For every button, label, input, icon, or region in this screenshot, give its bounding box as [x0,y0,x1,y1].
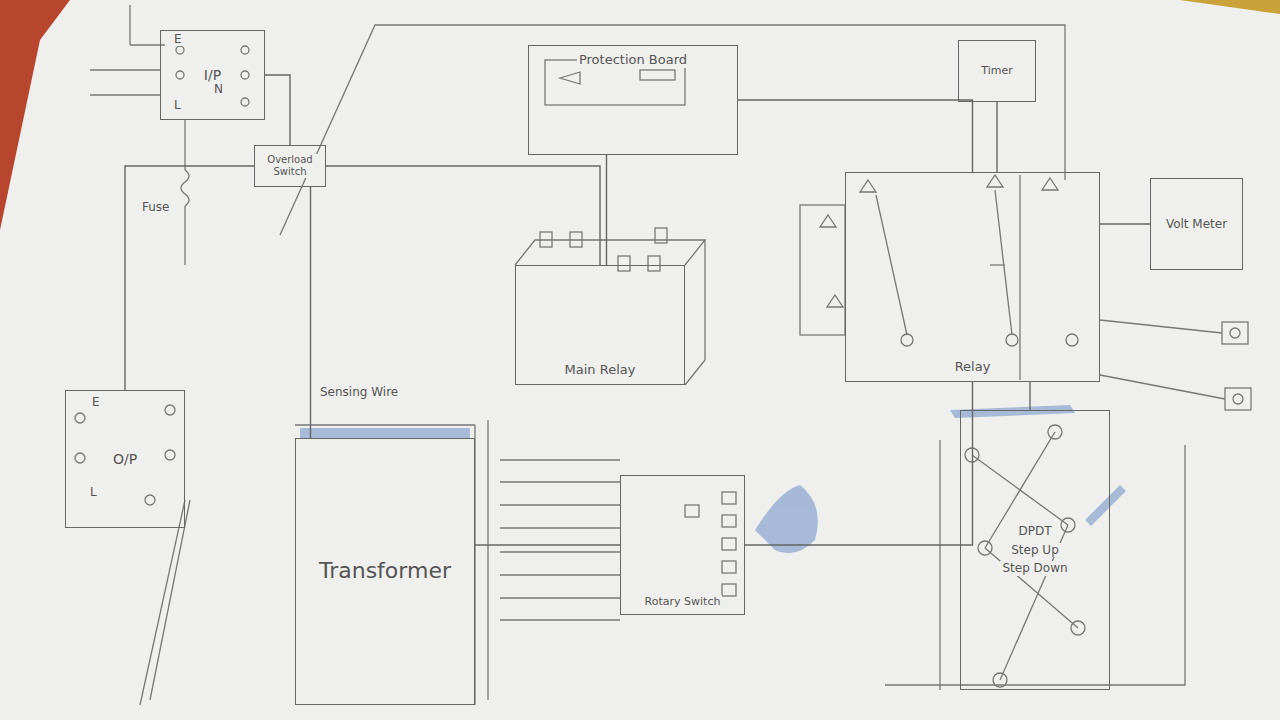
terminal-label: L [88,485,99,499]
wire-line [475,544,620,545]
wire-line [606,155,607,265]
component-label: Transformer [317,558,453,584]
wire-connector [997,102,998,172]
cloth-corner [1180,0,1280,14]
wire-line [1100,223,1150,224]
component-box: Timer [958,40,1036,102]
component-label: I/P [202,67,223,84]
wire-connector [738,100,973,172]
wire-line [310,187,311,438]
cloth-corner [0,0,70,230]
component-box: Overload Switch [254,145,326,187]
terminal-label: E [172,32,184,46]
wire-line [996,102,997,172]
wire-connector [745,382,973,545]
component-label: O/P [111,451,139,468]
component-box: Relay [845,172,1100,382]
wire-connector [475,545,620,546]
wire-line [326,166,600,265]
pen-shading [300,405,1126,553]
terminal-label: E [90,395,102,409]
component-label: Overload Switch [261,154,319,178]
wire-line [745,382,973,545]
component-box: Protection Board [528,45,738,155]
component-label: Step Down [1000,561,1069,575]
component-label: Rotary Switch [643,595,723,608]
wire-connector [326,166,600,265]
component-label: Protection Board [577,52,689,68]
transformer-box: Transformer [295,438,475,705]
wire-connector [1100,224,1150,225]
component-box: Rotary Switch [620,475,745,615]
component-box: Volt Meter [1150,178,1243,270]
terminal-label: L [172,98,183,112]
component-box: DPDT Step Up Step Down [960,410,1110,690]
note-label: Sensing Wire [318,385,400,399]
wire-line [1029,382,1030,410]
wire-line [265,75,290,145]
component-label: Main Relay [563,362,638,378]
wire-line [738,100,973,172]
component-label: Volt Meter [1164,217,1229,231]
component-box: Main Relay [515,265,685,385]
wire-connector [125,166,254,390]
component-label: Step Up [1009,543,1061,557]
wire-connector [265,75,290,145]
component-label: Timer [979,64,1014,77]
wire-connector [310,187,311,438]
wire-connector [606,155,607,265]
wire-connector [1030,382,1031,410]
component-label: Relay [953,359,993,375]
sketch-lines [75,5,1251,705]
terminal-label: N [212,82,225,96]
component-box: O/P [65,390,185,528]
wire-line [125,166,254,390]
component-label: DPDT [1016,524,1053,538]
note-label: Fuse [140,200,172,214]
